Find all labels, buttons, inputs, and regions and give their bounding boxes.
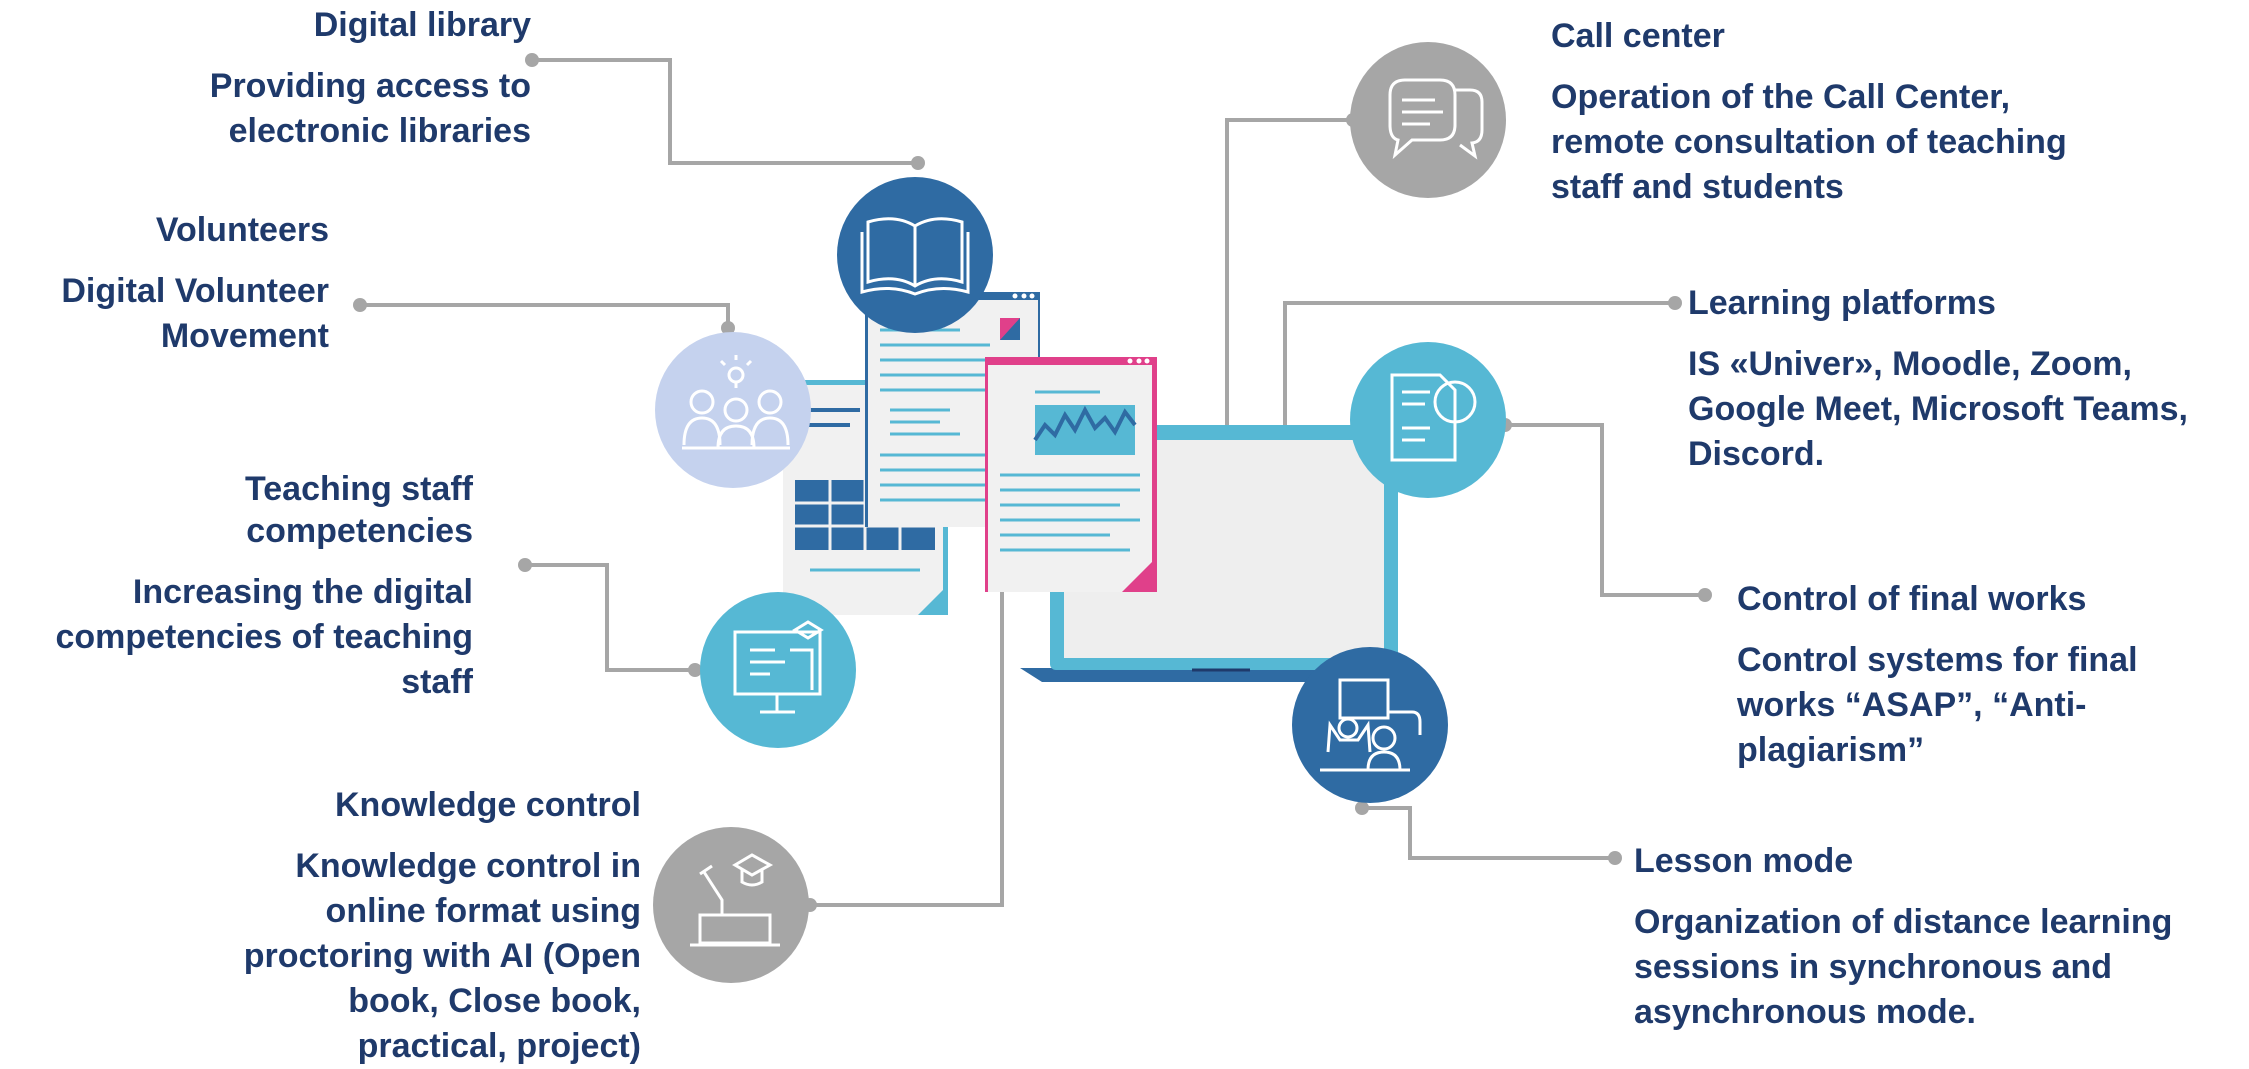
document-magnifier-icon [1390,373,1477,462]
item-learning-platforms: Learning platforms IS «Univer», Moodle, … [1688,282,2248,477]
hand-graduation-cap-icon [690,853,780,947]
circle-knowledge-control [653,827,809,983]
teacher-monitor-icon [733,620,824,714]
item-final-works: Control of final works Control systems f… [1737,578,2217,773]
item-description: Knowledge control in online format using… [243,847,641,1065]
connector-knowledge-control [810,543,1004,907]
item-title: Teaching staff competencies [245,470,473,550]
item-title: Digital library [313,6,531,44]
item-lesson-mode: Lesson mode Organization of distance lea… [1634,840,2244,1035]
item-description: Providing access to electronic libraries [209,67,531,150]
open-book-icon [860,217,970,296]
item-description: Operation of the Call Center, remote con… [1551,78,2067,206]
document-right [985,357,1157,592]
item-volunteers: Volunteers Digital Volunteer Movement [39,209,329,359]
connector-call-center [1225,118,1353,482]
item-description: IS «Univer», Moodle, Zoom, Google Meet, … [1688,345,2189,473]
lesson-board-icon [1320,678,1422,772]
item-call-center: Call center Operation of the Call Center… [1551,15,2151,210]
item-title: Control of final works [1737,580,2087,618]
connector-volunteers [360,303,730,328]
item-title: Learning platforms [1688,284,1996,322]
item-description: Organization of distance learning sessio… [1634,903,2173,1031]
item-description: Increasing the digital competencies of t… [55,573,473,701]
connector-teaching-staff [525,563,695,672]
circle-teaching-staff [700,592,856,748]
item-teaching-staff: Teaching staff competencies Increasing t… [0,468,473,705]
people-idea-icon [682,355,790,450]
item-knowledge-control: Knowledge control Knowledge control in o… [201,784,641,1069]
item-title: Knowledge control [335,786,641,824]
connector-digital-library [532,58,918,165]
connector-final-works [1505,423,1705,597]
item-title: Call center [1551,17,1725,55]
circle-lesson-mode [1292,647,1448,803]
item-description: Digital Volunteer Movement [61,272,329,355]
connector-lesson-mode [1362,806,1615,860]
chat-bubbles-icon [1388,78,1484,160]
circle-digital-library [837,177,993,333]
circle-volunteers [655,332,811,488]
item-title: Lesson mode [1634,842,1854,880]
item-description: Control systems for final works “ASAP”, … [1737,641,2138,769]
item-title: Volunteers [155,211,329,249]
circle-learning-platforms [1350,342,1506,498]
item-digital-library: Digital library Providing access to elec… [131,4,531,154]
circle-call-center [1350,42,1506,198]
